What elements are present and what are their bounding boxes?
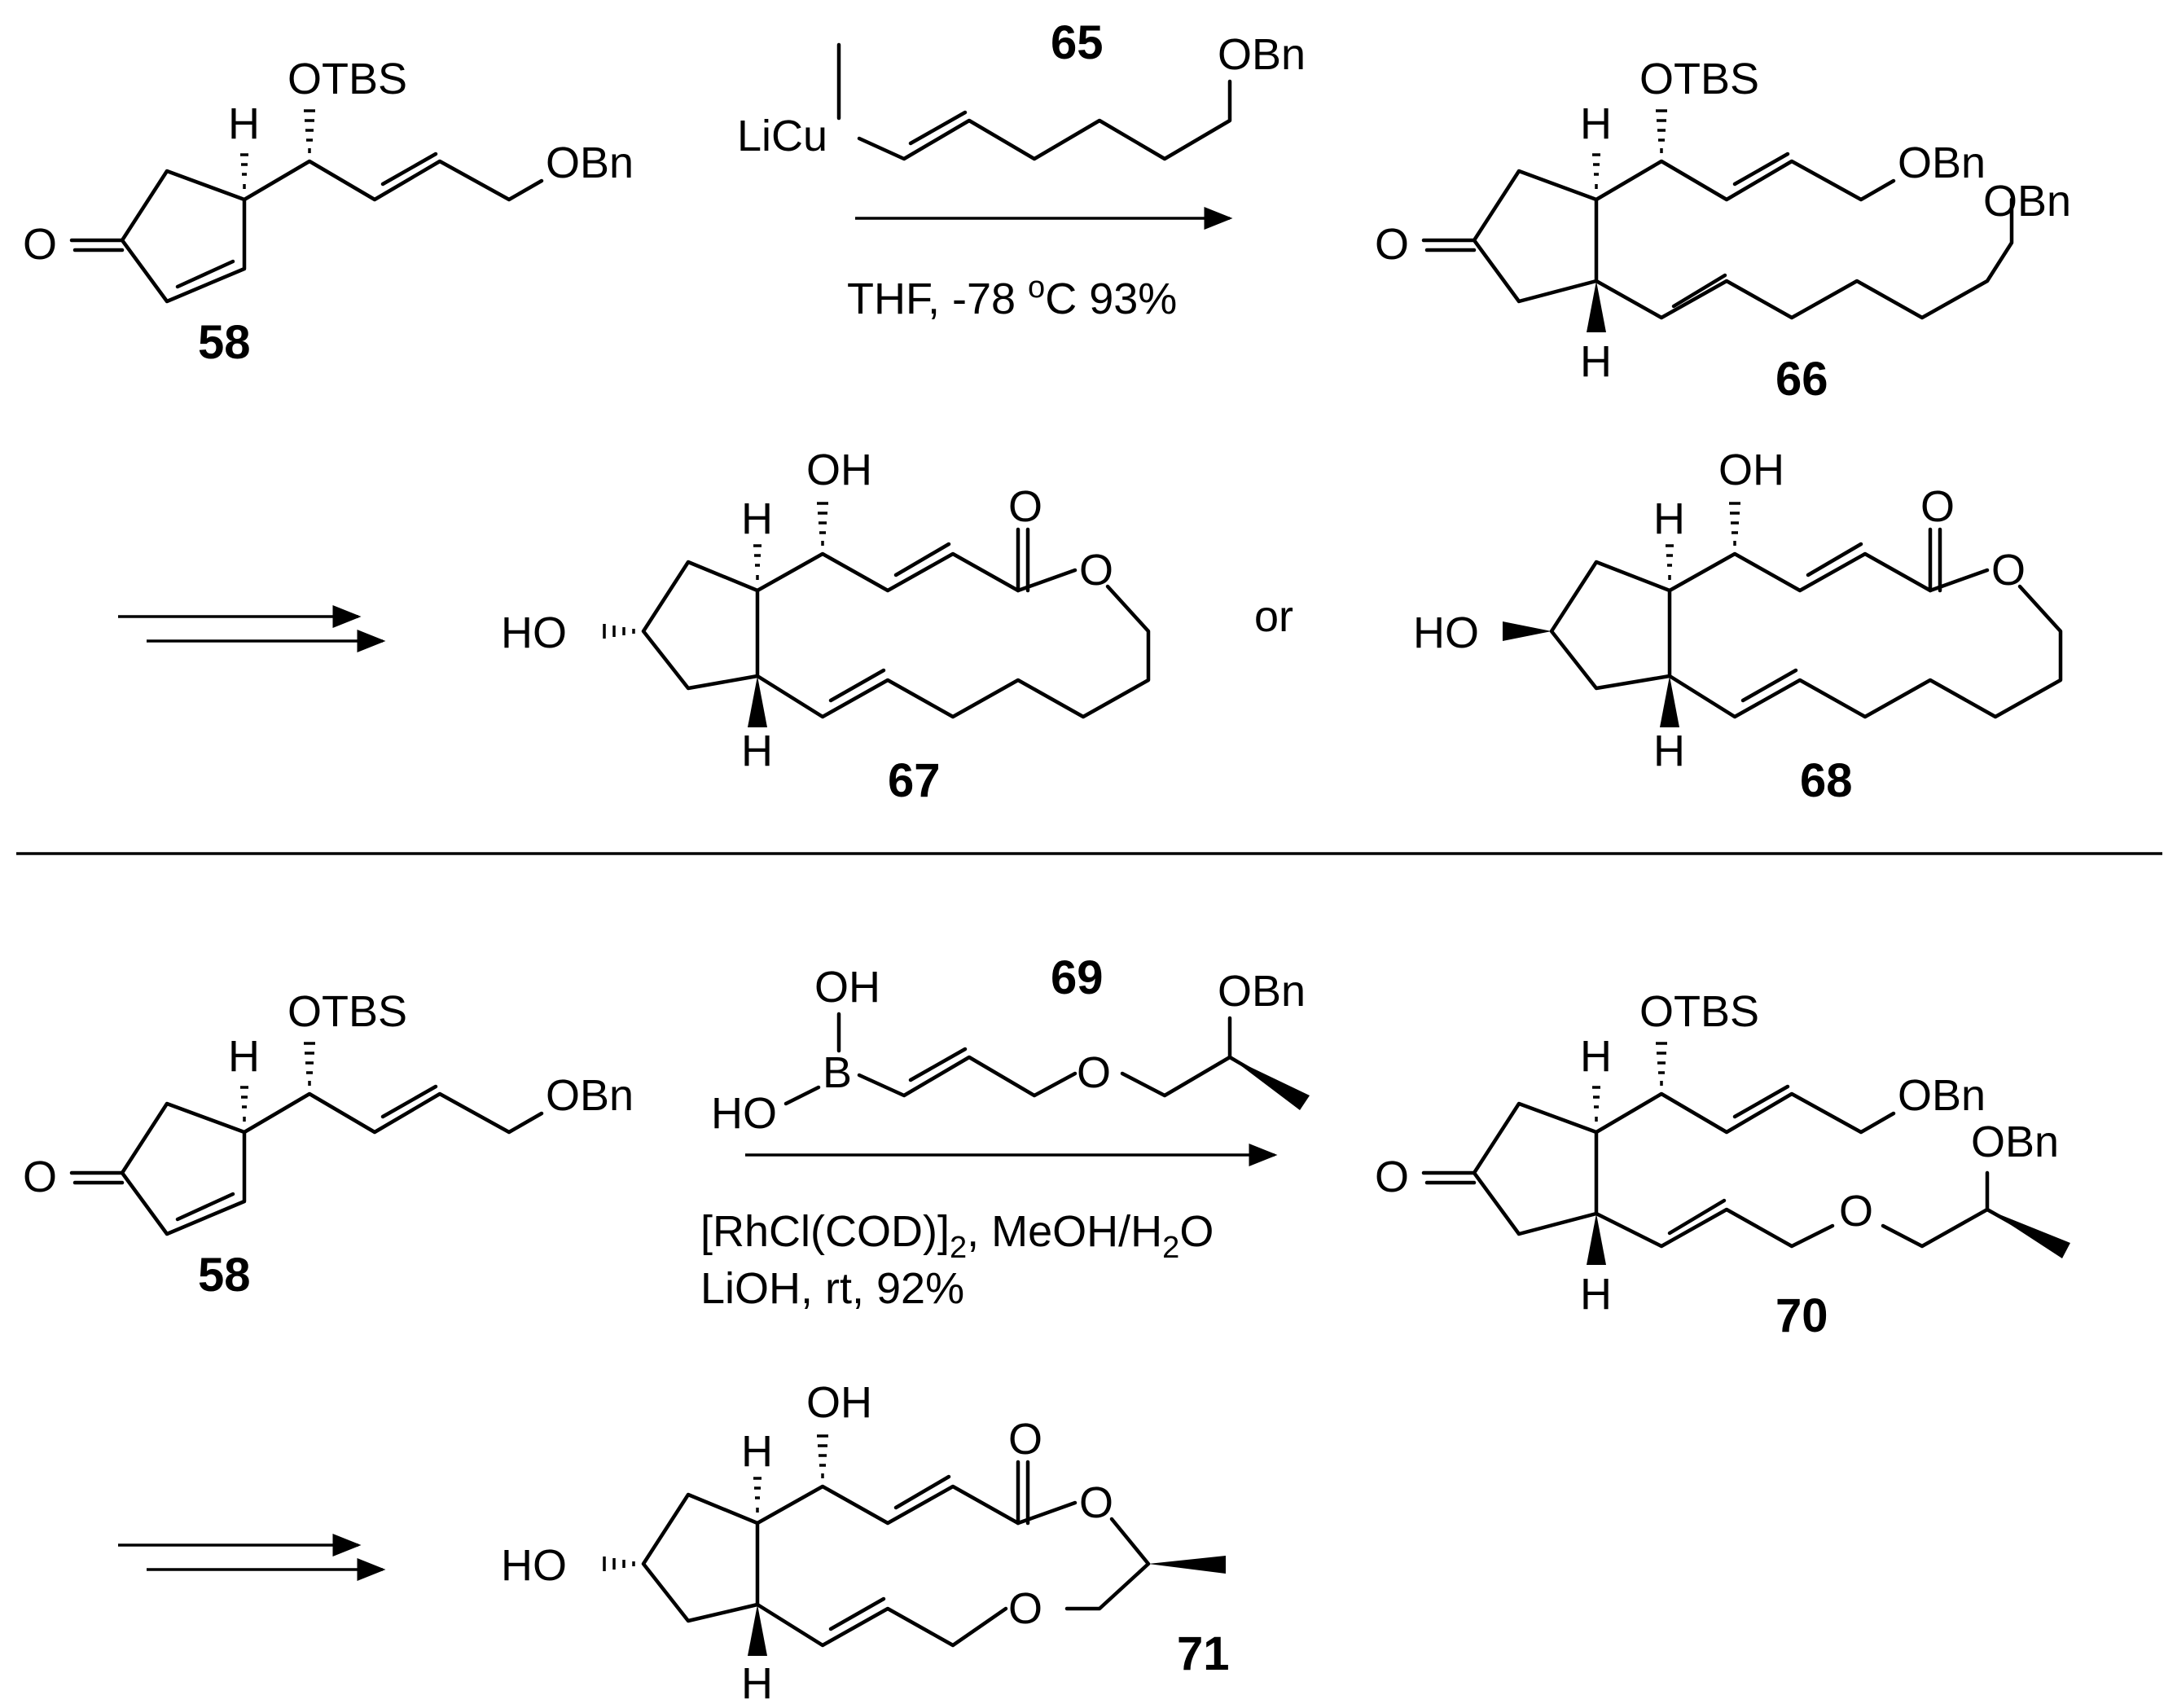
label-b: B xyxy=(823,1048,852,1097)
wedge-bond xyxy=(1148,1556,1226,1574)
label-o-ketone: O xyxy=(1375,1153,1409,1201)
compound-58-top: O H OTBS OBn 58 xyxy=(23,55,634,369)
label-h-top: H xyxy=(741,1427,773,1476)
label-o-ring: O xyxy=(1991,546,2026,595)
label-h: H xyxy=(228,99,260,148)
label-obn: OBn xyxy=(546,138,634,187)
hashed-bond xyxy=(603,1434,828,1571)
reagent-number: 69 xyxy=(1051,951,1104,1004)
wedge-bond xyxy=(1660,676,1679,727)
label-h-bottom: H xyxy=(1580,1270,1612,1319)
label-obn: OBn xyxy=(1218,967,1306,1016)
label-licu: LiCu xyxy=(737,112,827,160)
label-oh: OH xyxy=(1718,446,1784,494)
label-h-top: H xyxy=(741,494,773,543)
compound-67: HO H H OH O O 67 xyxy=(501,446,1151,807)
wedge-bond xyxy=(1587,281,1606,332)
compound-number: 67 xyxy=(888,754,941,807)
label-o-ketone: O xyxy=(23,220,57,269)
label-obn-2: OBn xyxy=(1983,177,2071,226)
label-o-ether: O xyxy=(1839,1187,1873,1236)
label-ho: HO xyxy=(1413,608,1479,657)
compound-58-bottom: O H OTBS OBn 58 xyxy=(23,987,634,1302)
compound-number: 71 xyxy=(1177,1627,1230,1680)
hashed-bond xyxy=(240,109,315,189)
compound-number: 70 xyxy=(1775,1289,1828,1342)
label-oh: OH xyxy=(806,1378,872,1427)
compound-number: 66 xyxy=(1775,353,1828,406)
compound-68: HO H H OH O O 68 xyxy=(1413,446,2063,807)
label-o-carbonyl: O xyxy=(1008,482,1042,531)
reagent-69: OH B HO O OBn 69 xyxy=(711,951,1310,1138)
label-h: H xyxy=(228,1032,260,1081)
label-o-carbonyl: O xyxy=(1008,1415,1042,1464)
label-h-top: H xyxy=(1580,99,1612,148)
label-otbs: OTBS xyxy=(1639,987,1759,1036)
hashed-bond xyxy=(1592,109,1667,189)
label-h-bottom: H xyxy=(1580,337,1612,386)
wedge-bond xyxy=(1230,1057,1310,1110)
label-h-bottom: H xyxy=(1653,727,1685,775)
label-oh: OH xyxy=(814,963,880,1012)
multistep-arrow xyxy=(118,605,386,652)
or-separator: or xyxy=(1254,592,1293,641)
compound-number: 58 xyxy=(198,316,251,369)
compound-71: O HO H H OH O O 71 xyxy=(501,1378,1230,1708)
wedge-bond xyxy=(1987,1210,2070,1258)
label-h-bottom: H xyxy=(741,727,773,775)
label-o-carbonyl: O xyxy=(1920,482,1955,531)
reagent-65: LiCu 65 OBn xyxy=(737,16,1306,161)
compound-number: 68 xyxy=(1800,754,1853,807)
label-otbs: OTBS xyxy=(287,55,407,103)
hashed-bond xyxy=(1666,502,1740,580)
wedge-bond xyxy=(748,1605,767,1656)
wedge-bond xyxy=(1587,1214,1606,1265)
label-obn-2: OBn xyxy=(1971,1117,2059,1166)
reagent-number: 65 xyxy=(1051,16,1104,69)
hashed-bond xyxy=(1592,1042,1667,1122)
conditions-text: THF, -78 oC 93% xyxy=(847,270,1177,323)
wedge-bond xyxy=(748,676,767,727)
label-o-ether: O xyxy=(1008,1584,1042,1633)
compound-70: O O H H OTBS OBn OBn 70 xyxy=(1375,987,2070,1342)
hashed-bond xyxy=(603,502,828,639)
label-o-ring: O xyxy=(1079,546,1113,595)
label-o-ring: O xyxy=(1079,1478,1113,1527)
conditions-line-2: LiOH, rt, 92% xyxy=(700,1264,964,1313)
label-h-top: H xyxy=(1653,494,1685,543)
label-otbs: OTBS xyxy=(287,987,407,1036)
label-obn-1: OBn xyxy=(1898,1071,1986,1120)
label-ho: HO xyxy=(711,1089,777,1138)
label-otbs: OTBS xyxy=(1639,55,1759,103)
label-h-top: H xyxy=(1580,1032,1612,1081)
conditions-line-1: [RhCl(COD)]2, MeOH/H2O xyxy=(700,1207,1214,1265)
label-ho: HO xyxy=(501,1541,567,1590)
label-obn: OBn xyxy=(546,1071,634,1120)
wedge-bond xyxy=(1503,621,1552,641)
compound-number: 58 xyxy=(198,1249,251,1302)
multistep-arrow xyxy=(118,1534,386,1581)
label-obn-1: OBn xyxy=(1898,138,1986,187)
compound-66: O H H OTBS OBn OBn 66 xyxy=(1375,55,2071,406)
label-o-ether: O xyxy=(1077,1048,1111,1097)
label-obn: OBn xyxy=(1218,30,1306,79)
label-o-ketone: O xyxy=(23,1153,57,1201)
label-o-ketone: O xyxy=(1375,220,1409,269)
hashed-bond xyxy=(240,1042,315,1122)
label-h-bottom: H xyxy=(741,1659,773,1708)
label-oh: OH xyxy=(806,446,872,494)
label-ho: HO xyxy=(501,608,567,657)
